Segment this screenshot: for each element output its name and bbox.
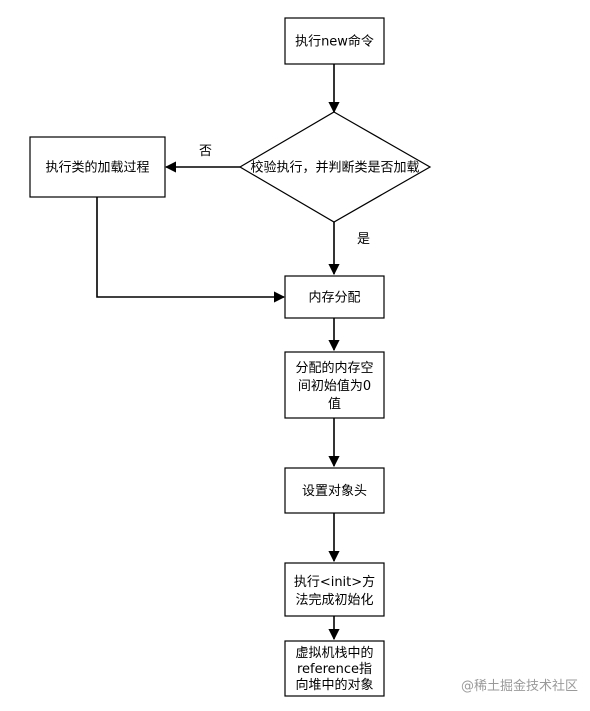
node-zero-init: 分配的内存空 间初始值为0 值 — [284, 351, 385, 419]
node-zero-line-3: 值 — [328, 396, 341, 412]
node-ref-line-3: 向堆中的对象 — [295, 677, 373, 693]
node-start: 执行new命令 — [284, 17, 385, 65]
node-header-label: 设置对象头 — [302, 484, 367, 499]
node-check-diamond: 校验执行，并判断类是否加载 — [238, 111, 432, 223]
node-check-label: 校验执行，并判断类是否加载 — [250, 160, 419, 176]
edge-load-to-alloc — [96, 197, 286, 303]
node-alloc-label: 内存分配 — [308, 290, 360, 306]
node-init-line-1: 执行<init>方 — [294, 574, 375, 590]
node-load-label: 执行类的加载过程 — [45, 160, 149, 176]
node-reference: 虚拟机栈中的 reference指 向堆中的对象 — [284, 640, 385, 697]
edges — [96, 64, 340, 641]
node-init: 执行<init>方 法完成初始化 — [284, 562, 385, 617]
edge-yes-label: 是 — [357, 232, 370, 247]
node-alloc: 内存分配 — [284, 275, 385, 319]
node-load: 执行类的加载过程 — [29, 136, 166, 198]
node-ref-line-1: 虚拟机栈中的 — [295, 645, 373, 661]
watermark-text: @稀土掘金技术社区 — [461, 678, 578, 694]
edge-no-label: 否 — [199, 144, 212, 159]
node-ref-line-2: reference指 — [297, 662, 372, 677]
node-header: 设置对象头 — [284, 467, 385, 514]
node-init-line-2: 法完成初始化 — [295, 593, 373, 608]
node-start-label: 执行new命令 — [295, 34, 374, 50]
node-zero-line-1: 分配的内存空 — [295, 360, 373, 376]
node-zero-line-2: 间初始值为0 — [298, 378, 371, 394]
